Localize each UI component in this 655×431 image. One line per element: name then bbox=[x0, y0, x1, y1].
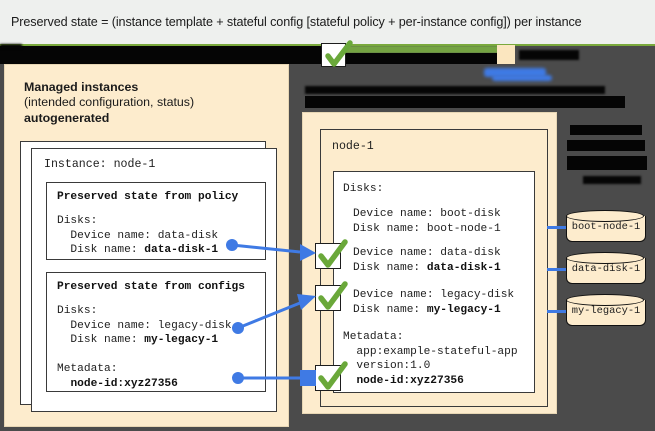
disk-label: boot-node-1 bbox=[571, 221, 641, 233]
check-box-metadata bbox=[315, 361, 348, 391]
preserved-state-configs-box bbox=[46, 272, 266, 392]
connector-configs-to-metadata bbox=[232, 370, 316, 386]
check-mark-icon bbox=[318, 361, 348, 390]
disk-link-data bbox=[547, 268, 569, 271]
configs-box-lines: Disks: Device name: legacy-disk Disk nam… bbox=[57, 305, 232, 390]
cream-chip-top bbox=[497, 45, 515, 64]
instance-heading: Instance: node-1 bbox=[44, 158, 156, 171]
node-details-box bbox=[333, 171, 535, 393]
disk-link-legacy bbox=[547, 310, 569, 313]
redaction-bar-row2 bbox=[305, 86, 605, 94]
left-panel-title-line3: autogenerated bbox=[24, 110, 110, 125]
connector-configs-to-legacy-disk bbox=[232, 294, 316, 334]
blue-redaction-smudge bbox=[484, 68, 546, 77]
disk-cylinder-top bbox=[566, 294, 644, 306]
redaction-bar-top-right bbox=[336, 53, 502, 64]
green-redaction-bar bbox=[336, 46, 502, 53]
check-box-top bbox=[321, 40, 353, 67]
configs-box-title: Preserved state from configs bbox=[57, 281, 245, 293]
redaction-bar-top-left-tick bbox=[0, 44, 22, 48]
check-mark-icon bbox=[325, 40, 353, 67]
caption-text: Preserved state = (instance template + s… bbox=[11, 15, 582, 29]
disk-cylinder-top bbox=[566, 252, 644, 264]
disk-cylinder-top bbox=[566, 210, 644, 222]
node-entry-legacy: Device name: legacy-disk Disk name: my-l… bbox=[353, 289, 515, 316]
blue-redaction-smudge-2 bbox=[492, 75, 552, 81]
check-mark-icon bbox=[318, 281, 348, 310]
disk-label: my-legacy-1 bbox=[571, 305, 641, 317]
node-heading: node-1 bbox=[332, 140, 374, 153]
node-entry-boot: Device name: boot-disk Disk name: boot-n… bbox=[353, 208, 501, 235]
check-box-legacy-disk bbox=[315, 281, 348, 311]
redaction-bar-top bbox=[0, 46, 322, 64]
redaction-block-r2 bbox=[567, 140, 645, 151]
node-entry-data: Device name: data-disk Disk name: data-d… bbox=[353, 247, 501, 274]
policy-box-lines: Disks: Device name: data-disk Disk name:… bbox=[57, 215, 219, 257]
left-panel-title-line2: (intended configuration, status) bbox=[24, 95, 195, 110]
redaction-bar-row3 bbox=[305, 96, 625, 108]
disk-label: data-disk-1 bbox=[571, 263, 641, 275]
disk-cylinder-legacy: my-legacy-1 bbox=[566, 294, 646, 328]
check-box-data-disk bbox=[315, 239, 348, 269]
disk-cylinder-data: data-disk-1 bbox=[566, 252, 646, 286]
redaction-block-r3 bbox=[567, 156, 647, 170]
left-panel-title-line1: Managed instances bbox=[24, 80, 139, 94]
redaction-block-r4 bbox=[583, 176, 641, 184]
disk-link-boot bbox=[547, 226, 569, 229]
page-caption: Preserved state = (instance template + s… bbox=[0, 0, 655, 44]
policy-box-title: Preserved state from policy bbox=[57, 191, 239, 203]
node-disks-label: Disks: bbox=[343, 183, 384, 195]
redaction-bar-top-far-right bbox=[519, 50, 579, 60]
disk-cylinder-boot: boot-node-1 bbox=[566, 210, 646, 244]
left-panel-title: Managed instances (intended configuratio… bbox=[24, 80, 274, 126]
node-metadata: Metadata: app:example-stateful-app versi… bbox=[343, 331, 518, 387]
connector-policy-to-data-disk bbox=[226, 239, 316, 261]
redaction-block-r1 bbox=[570, 125, 642, 135]
check-mark-icon bbox=[318, 239, 348, 268]
